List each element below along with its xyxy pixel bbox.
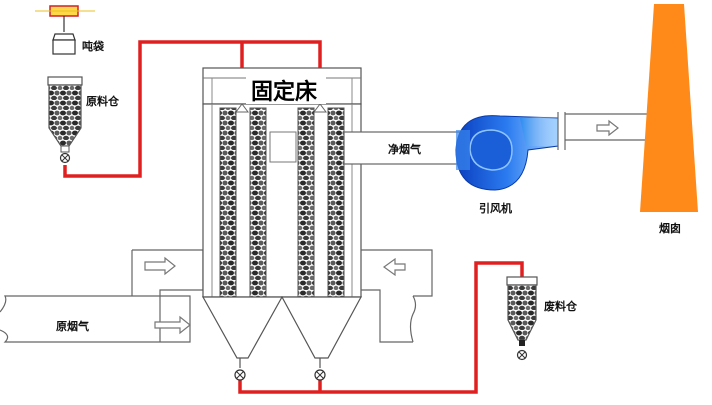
fixed-bed-vessel: 固定床 xyxy=(201,67,363,381)
valve-icon xyxy=(234,369,246,381)
waste-silo-label: 废料仓 xyxy=(544,299,578,313)
fan-icon xyxy=(455,115,560,191)
clean-gas-duct xyxy=(343,131,461,165)
raw-silo-label: 原料仓 xyxy=(86,94,120,108)
fan-to-chimney-duct xyxy=(557,112,652,150)
bed-column-2 xyxy=(249,107,267,298)
bed-column-1 xyxy=(219,107,237,298)
chimney xyxy=(640,4,698,212)
bed-column-3 xyxy=(297,107,315,298)
clean-gas-label: 净烟气 xyxy=(388,142,421,156)
waste-material-silo: 废料仓 xyxy=(506,276,578,361)
chimney-label: 烟囱 xyxy=(659,221,681,235)
discharge-pipe xyxy=(238,261,524,394)
hoist-label: 吨袋 xyxy=(82,39,105,53)
raw-gas-duct xyxy=(0,249,204,343)
fan-label: 引风机 xyxy=(479,201,512,215)
outlet-duct-lower xyxy=(361,249,433,343)
bed-column-4 xyxy=(327,107,345,298)
bag-hoist: 吨袋 xyxy=(35,5,105,55)
raw-material-silo: 原料仓 xyxy=(47,76,120,164)
raw-gas-label: 原烟气 xyxy=(56,319,89,333)
feed-pipe xyxy=(63,40,322,178)
valve-icon xyxy=(314,369,326,381)
bed-label: 固定床 xyxy=(251,79,318,105)
